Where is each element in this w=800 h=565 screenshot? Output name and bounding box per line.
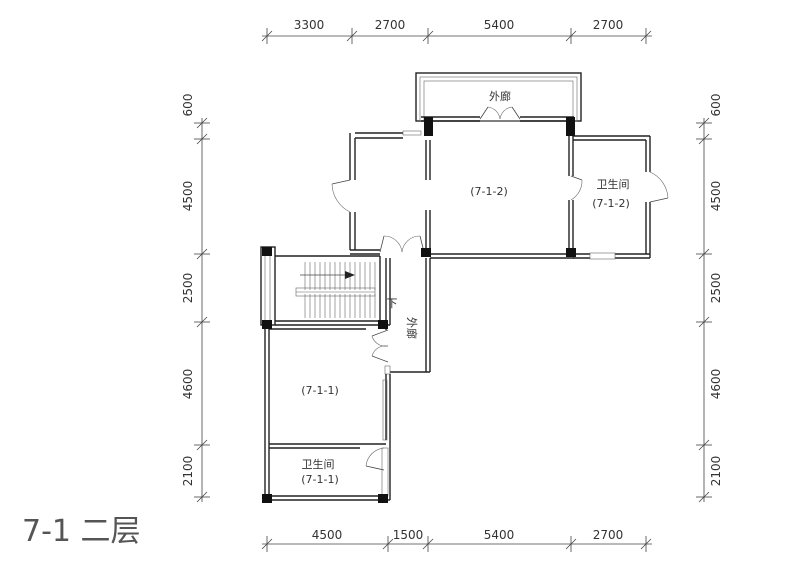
dim-top-3: 5400 <box>484 18 515 32</box>
dimension-bottom: 4500 1500 5400 2700 <box>261 528 652 552</box>
dim-right-1: 600 <box>709 94 723 117</box>
stair-arrow-icon <box>345 271 355 279</box>
label-room-7-1-2: (7-1-2) <box>470 185 508 198</box>
stair-treads <box>304 262 376 318</box>
label-bath-7-1-1-name: 卫生间 <box>302 457 335 471</box>
stair-block <box>260 246 390 326</box>
dim-bottom-2: 1500 <box>393 528 424 542</box>
dim-left-3: 2500 <box>181 273 195 304</box>
label-corridor-mid: 外廊 <box>405 317 419 339</box>
mid-corridor <box>371 258 431 375</box>
structural-columns <box>262 117 576 503</box>
dim-left-4: 4600 <box>181 369 195 400</box>
label-bath-7-1-1-code: (7-1-1) <box>301 473 339 486</box>
bath-7-1-2 <box>570 135 669 260</box>
room-7-1-1-walls <box>264 325 391 501</box>
dimension-left: 600 4500 2500 4600 2100 <box>181 94 210 503</box>
dim-left-2: 4500 <box>181 181 195 212</box>
dim-bottom-4: 2700 <box>593 528 624 542</box>
label-stair-down: 下 <box>387 297 398 310</box>
label-room-7-1-1: (7-1-1) <box>301 384 339 397</box>
label-bath-7-1-2-name: 卫生间 <box>597 177 630 191</box>
dim-left-5: 2100 <box>181 456 195 487</box>
dim-left-1: 600 <box>181 94 195 117</box>
dim-right-5: 2100 <box>709 456 723 487</box>
dim-right-3: 2500 <box>709 273 723 304</box>
dimension-top: 3300 2700 5400 2700 <box>261 18 652 44</box>
dim-right-2: 4500 <box>709 181 723 212</box>
label-bath-7-1-2-code: (7-1-2) <box>592 197 630 210</box>
dim-top-4: 2700 <box>593 18 624 32</box>
plan-title: 7-1 二层 <box>22 514 141 549</box>
dim-bottom-3: 5400 <box>484 528 515 542</box>
top-balcony <box>415 72 582 122</box>
dim-top-2: 2700 <box>375 18 406 32</box>
label-corridor-top: 外廊 <box>489 89 511 103</box>
dim-top-1: 3300 <box>294 18 325 32</box>
bath-7-1-1 <box>365 447 389 497</box>
dim-bottom-1: 4500 <box>312 528 343 542</box>
dim-right-4: 4600 <box>709 369 723 400</box>
dimension-right: 600 4500 2500 4600 2100 <box>696 94 723 503</box>
